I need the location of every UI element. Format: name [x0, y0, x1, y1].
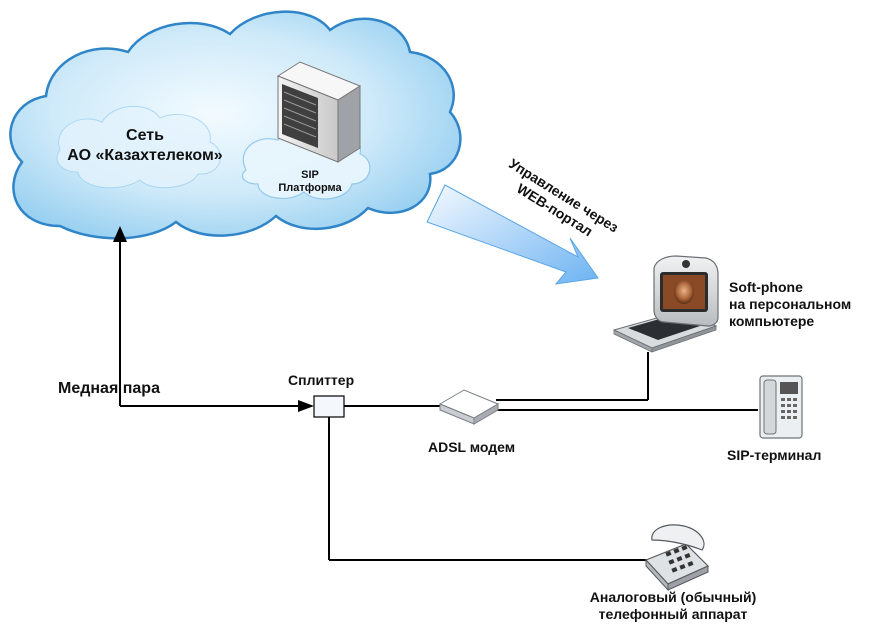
splitter-box [313, 395, 345, 418]
adsl-modem-label: ADSL модем [428, 439, 516, 455]
analog-phone-icon [644, 524, 710, 592]
sip-platform-label: SIP Платформа [250, 169, 370, 196]
sip-platform-label-line2: Платформа [278, 182, 342, 195]
adsl-modem-icon [438, 389, 500, 425]
sip-terminal-icon [759, 375, 803, 439]
server-icon [276, 61, 362, 163]
sip-terminal-label: SIP-терминал [727, 447, 822, 463]
softphone-label-line1: Soft-phone [729, 279, 803, 295]
analog-phone-label-line1: Аналоговый (обычный) [589, 589, 757, 605]
softphone-label-line2: на персональном [729, 296, 852, 313]
cloud-network-label: Сеть АО «Казахтелеком» [40, 126, 250, 165]
cloud-network-label-line2: АО «Казахтелеком» [67, 146, 223, 164]
copper-pair-label: Медная пара [58, 380, 160, 397]
laptop-icon [612, 255, 719, 353]
sip-platform-label-line1: SIP [301, 169, 319, 181]
network-cloud [9, 10, 462, 240]
connection-lines [113, 226, 758, 561]
cloud-network-label-line1: Сеть [126, 127, 164, 144]
analog-phone-label: Аналоговый (обычный) телефонный аппарат [566, 589, 780, 623]
splitter-label: Сплиттер [288, 372, 355, 388]
analog-phone-label-line2: телефонный аппарат [598, 606, 748, 623]
web-portal-arrow [426, 184, 599, 285]
softphone-label: Soft-phone на персональном компьютере [729, 279, 851, 330]
softphone-label-line3: компьютере [729, 313, 815, 330]
